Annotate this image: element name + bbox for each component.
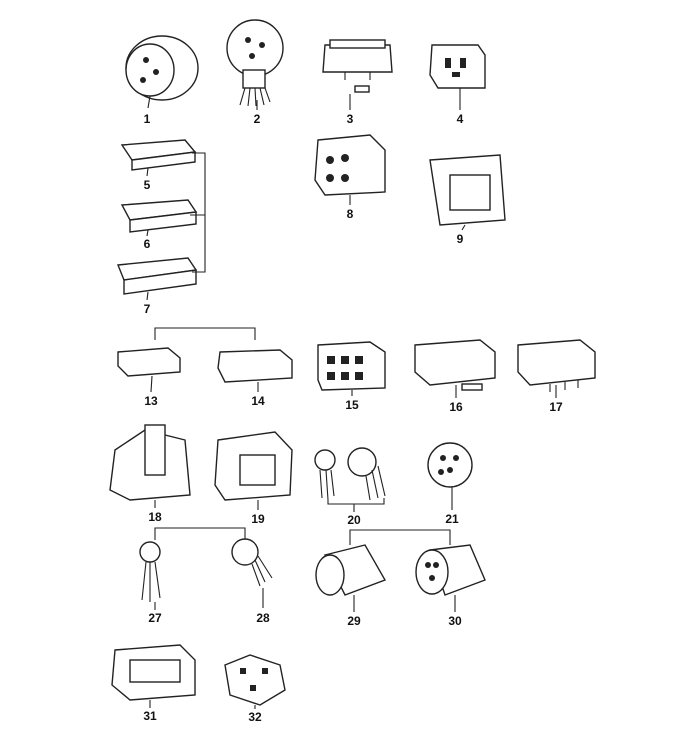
part-32-hexagonal-connector [224, 654, 286, 709]
label-20: 20 [347, 513, 361, 527]
label-5: 5 [144, 178, 151, 192]
label-1: 1 [144, 112, 151, 126]
label-19: 19 [251, 512, 265, 526]
part-2-round-connector-wires [226, 19, 284, 110]
label-14: 14 [251, 394, 265, 408]
label-30: 30 [448, 614, 462, 628]
part-4-relay-socket [429, 44, 486, 110]
bracket-27-28 [154, 527, 246, 540]
part-19-relay-holder [214, 431, 293, 510]
label-13: 13 [144, 394, 158, 408]
part-3-housing [322, 39, 393, 110]
label-27: 27 [148, 611, 162, 625]
part-16-housing-with-pin [414, 339, 496, 398]
label-21: 21 [445, 512, 459, 526]
label-9: 9 [457, 232, 464, 246]
bracket-5-6-7 [190, 152, 206, 273]
label-17: 17 [549, 400, 563, 414]
label-31: 31 [143, 709, 157, 723]
part-28-round-connector-wires [231, 538, 273, 608]
part-15-six-pin-housing [317, 341, 386, 396]
part-5-strip-connector [120, 139, 197, 177]
label-4: 4 [457, 112, 464, 126]
label-28: 28 [256, 611, 270, 625]
part-30-round-multi-pin-connector [415, 544, 486, 612]
part-7-strip-connector [117, 257, 198, 301]
label-15: 15 [345, 398, 359, 412]
part-13-housing [117, 347, 181, 393]
label-29: 29 [347, 614, 361, 628]
part-17-housing [517, 339, 596, 398]
label-32: 32 [248, 710, 262, 724]
bracket-13-14 [154, 327, 256, 340]
part-9-relay-holder [429, 154, 506, 231]
part-8-multi-pin-housing [314, 134, 386, 205]
label-7: 7 [144, 302, 151, 316]
bracket-29-30 [349, 529, 451, 545]
label-8: 8 [347, 207, 354, 221]
part-1-round-connector [125, 35, 199, 109]
label-3: 3 [347, 112, 354, 126]
part-20-round-connectors-with-wires [314, 447, 386, 512]
label-2: 2 [254, 112, 261, 126]
part-6-strip-connector [120, 199, 198, 237]
part-18-fuse-holder [109, 424, 191, 508]
part-31-housing [111, 644, 196, 708]
label-6: 6 [144, 237, 151, 251]
part-29-cylinder-housing [315, 544, 387, 612]
part-21-round-connector [427, 442, 473, 510]
label-18: 18 [148, 510, 162, 524]
label-16: 16 [449, 400, 463, 414]
part-14-housing [217, 349, 293, 392]
part-27-round-connector-wires [139, 541, 161, 610]
